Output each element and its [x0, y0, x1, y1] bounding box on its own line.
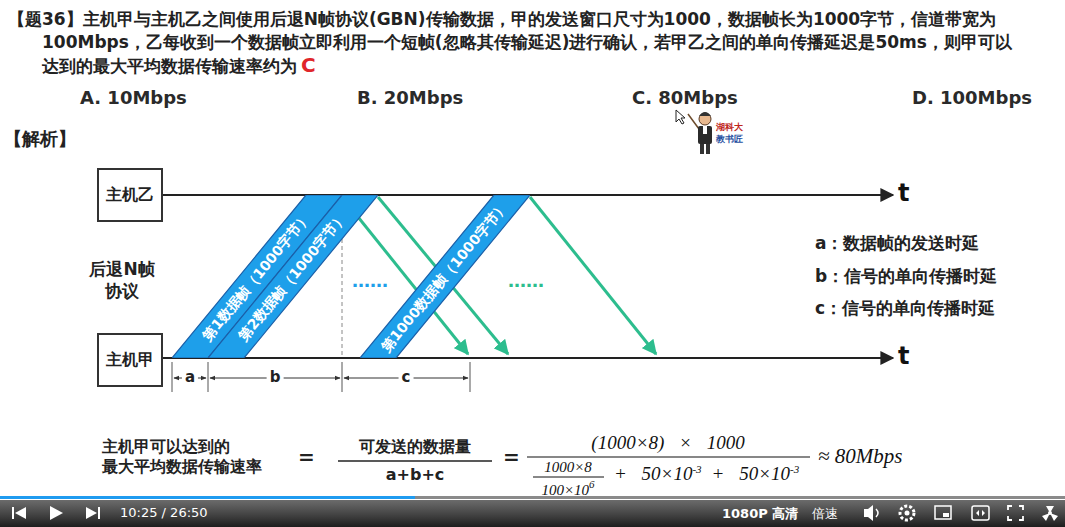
formula-term: + 50×10 [614, 463, 692, 484]
fullscreen-icon [1008, 506, 1023, 520]
formula-group: + 50×10-3+ 50×10-3 [614, 463, 799, 485]
formula-term: 1000×8 [544, 459, 592, 476]
exponent: -3 [790, 463, 799, 475]
formula-group: 100×106 [541, 478, 594, 499]
frame-label: 第1000数据帧（1000字节） [378, 197, 512, 355]
formula-term: (1000×8) × 1000 [591, 432, 744, 454]
data-frame: 第1000数据帧（1000字节） [360, 195, 530, 358]
answer-mark: C [301, 53, 316, 77]
data-frame: 第2数据帧（1000字节） [208, 195, 378, 358]
tick [208, 362, 209, 392]
time-display: 10:25 / 26:50 [120, 505, 208, 520]
exponent: -3 [692, 463, 701, 475]
formula-term: 100×10 [541, 482, 589, 498]
ellipsis: …… [352, 270, 388, 291]
interval-label: a [182, 368, 198, 386]
avatar-shirt [703, 126, 707, 134]
avatar-head [699, 113, 711, 125]
interval-label: c [399, 368, 414, 386]
question-block: 【题36】主机甲与主机乙之间使用后退N帧协议(GBN)传输数据，甲的发送窗口尺寸… [8, 8, 1018, 78]
avatar-caption: 教书匠 [716, 133, 743, 146]
host-name: 主机甲 [106, 350, 154, 371]
player-bar [0, 500, 1065, 527]
axis-label: t [898, 179, 909, 207]
pip-icon [943, 513, 949, 517]
exponent: 6 [589, 478, 595, 490]
ellipsis: …… [508, 270, 544, 291]
volume-icon [864, 505, 873, 521]
key-note: a：数据帧的发送时延 [815, 232, 979, 255]
ack-arrow [530, 197, 656, 354]
axis-label: t [898, 342, 909, 370]
frame-label: 第2数据帧（1000字节） [235, 209, 351, 345]
mouse-cursor [676, 110, 685, 124]
option: B. 20Mbps [357, 87, 463, 108]
key-note: c：信号的单向传播时延 [815, 297, 995, 320]
formula-term: 可发送的数据量 [359, 437, 471, 458]
prev-icon [12, 507, 14, 519]
quality-button: 1080P 高清 [722, 505, 798, 523]
fraction-bar [527, 456, 810, 457]
tick [342, 362, 343, 392]
protocol-label: 后退N帧 协议 [77, 258, 167, 302]
widescreen-icon [972, 506, 989, 520]
option: C. 80Mbps [632, 87, 738, 108]
avatar-caption: 湖科大 [716, 121, 743, 134]
settings-icon [900, 506, 914, 520]
pip-icon [935, 506, 951, 519]
formula-label: 主机甲可以达到的 最大平均数据传输速率 [102, 437, 282, 477]
section-heading: 【解析】 [4, 127, 76, 151]
tick [470, 362, 471, 392]
progress-track [0, 496, 1065, 499]
teacher-avatar [676, 110, 712, 154]
tick [172, 362, 173, 392]
prev-icon [15, 507, 26, 519]
volume-icon [876, 509, 878, 517]
frame-parallelogram [208, 195, 378, 358]
play-icon [50, 506, 63, 520]
settings-icon [905, 511, 910, 516]
avatar-leg [700, 144, 704, 154]
avatar-body [698, 126, 712, 144]
next-icon [86, 507, 97, 519]
widescreen-icon [976, 510, 985, 516]
fraction-bar [338, 460, 492, 462]
host-box: 主机甲 [97, 333, 163, 387]
formula-result: ≈ 80Mbps [818, 444, 902, 469]
pointer-stick [688, 114, 699, 129]
formula-term: + 50×10 [712, 463, 790, 484]
host-name: 主机乙 [106, 185, 154, 206]
host-box: 主机乙 [97, 168, 163, 222]
speed-button: 倍速 [812, 505, 838, 523]
player-controls [12, 505, 1058, 521]
avatar-hair [699, 112, 711, 116]
extra-icon [1042, 506, 1058, 521]
option: D. 100Mbps [912, 87, 1032, 108]
option: A. 10Mbps [80, 87, 187, 108]
next-icon [98, 507, 100, 519]
equals-sign: = [503, 445, 520, 469]
fraction-bar [533, 477, 604, 478]
question-text: 【题36】主机甲与主机乙之间使用后退N帧协议(GBN)传输数据，甲的发送窗口尺寸… [8, 9, 1012, 76]
key-note: b：信号的单向传播时延 [815, 265, 997, 288]
formula-term: a+b+c [386, 465, 445, 484]
avatar-leg [706, 144, 710, 154]
frame-parallelogram [360, 195, 530, 358]
interval-label: b [267, 368, 284, 386]
time-axis [163, 357, 893, 359]
progress-fill [0, 496, 415, 499]
equals-sign: = [298, 445, 315, 469]
